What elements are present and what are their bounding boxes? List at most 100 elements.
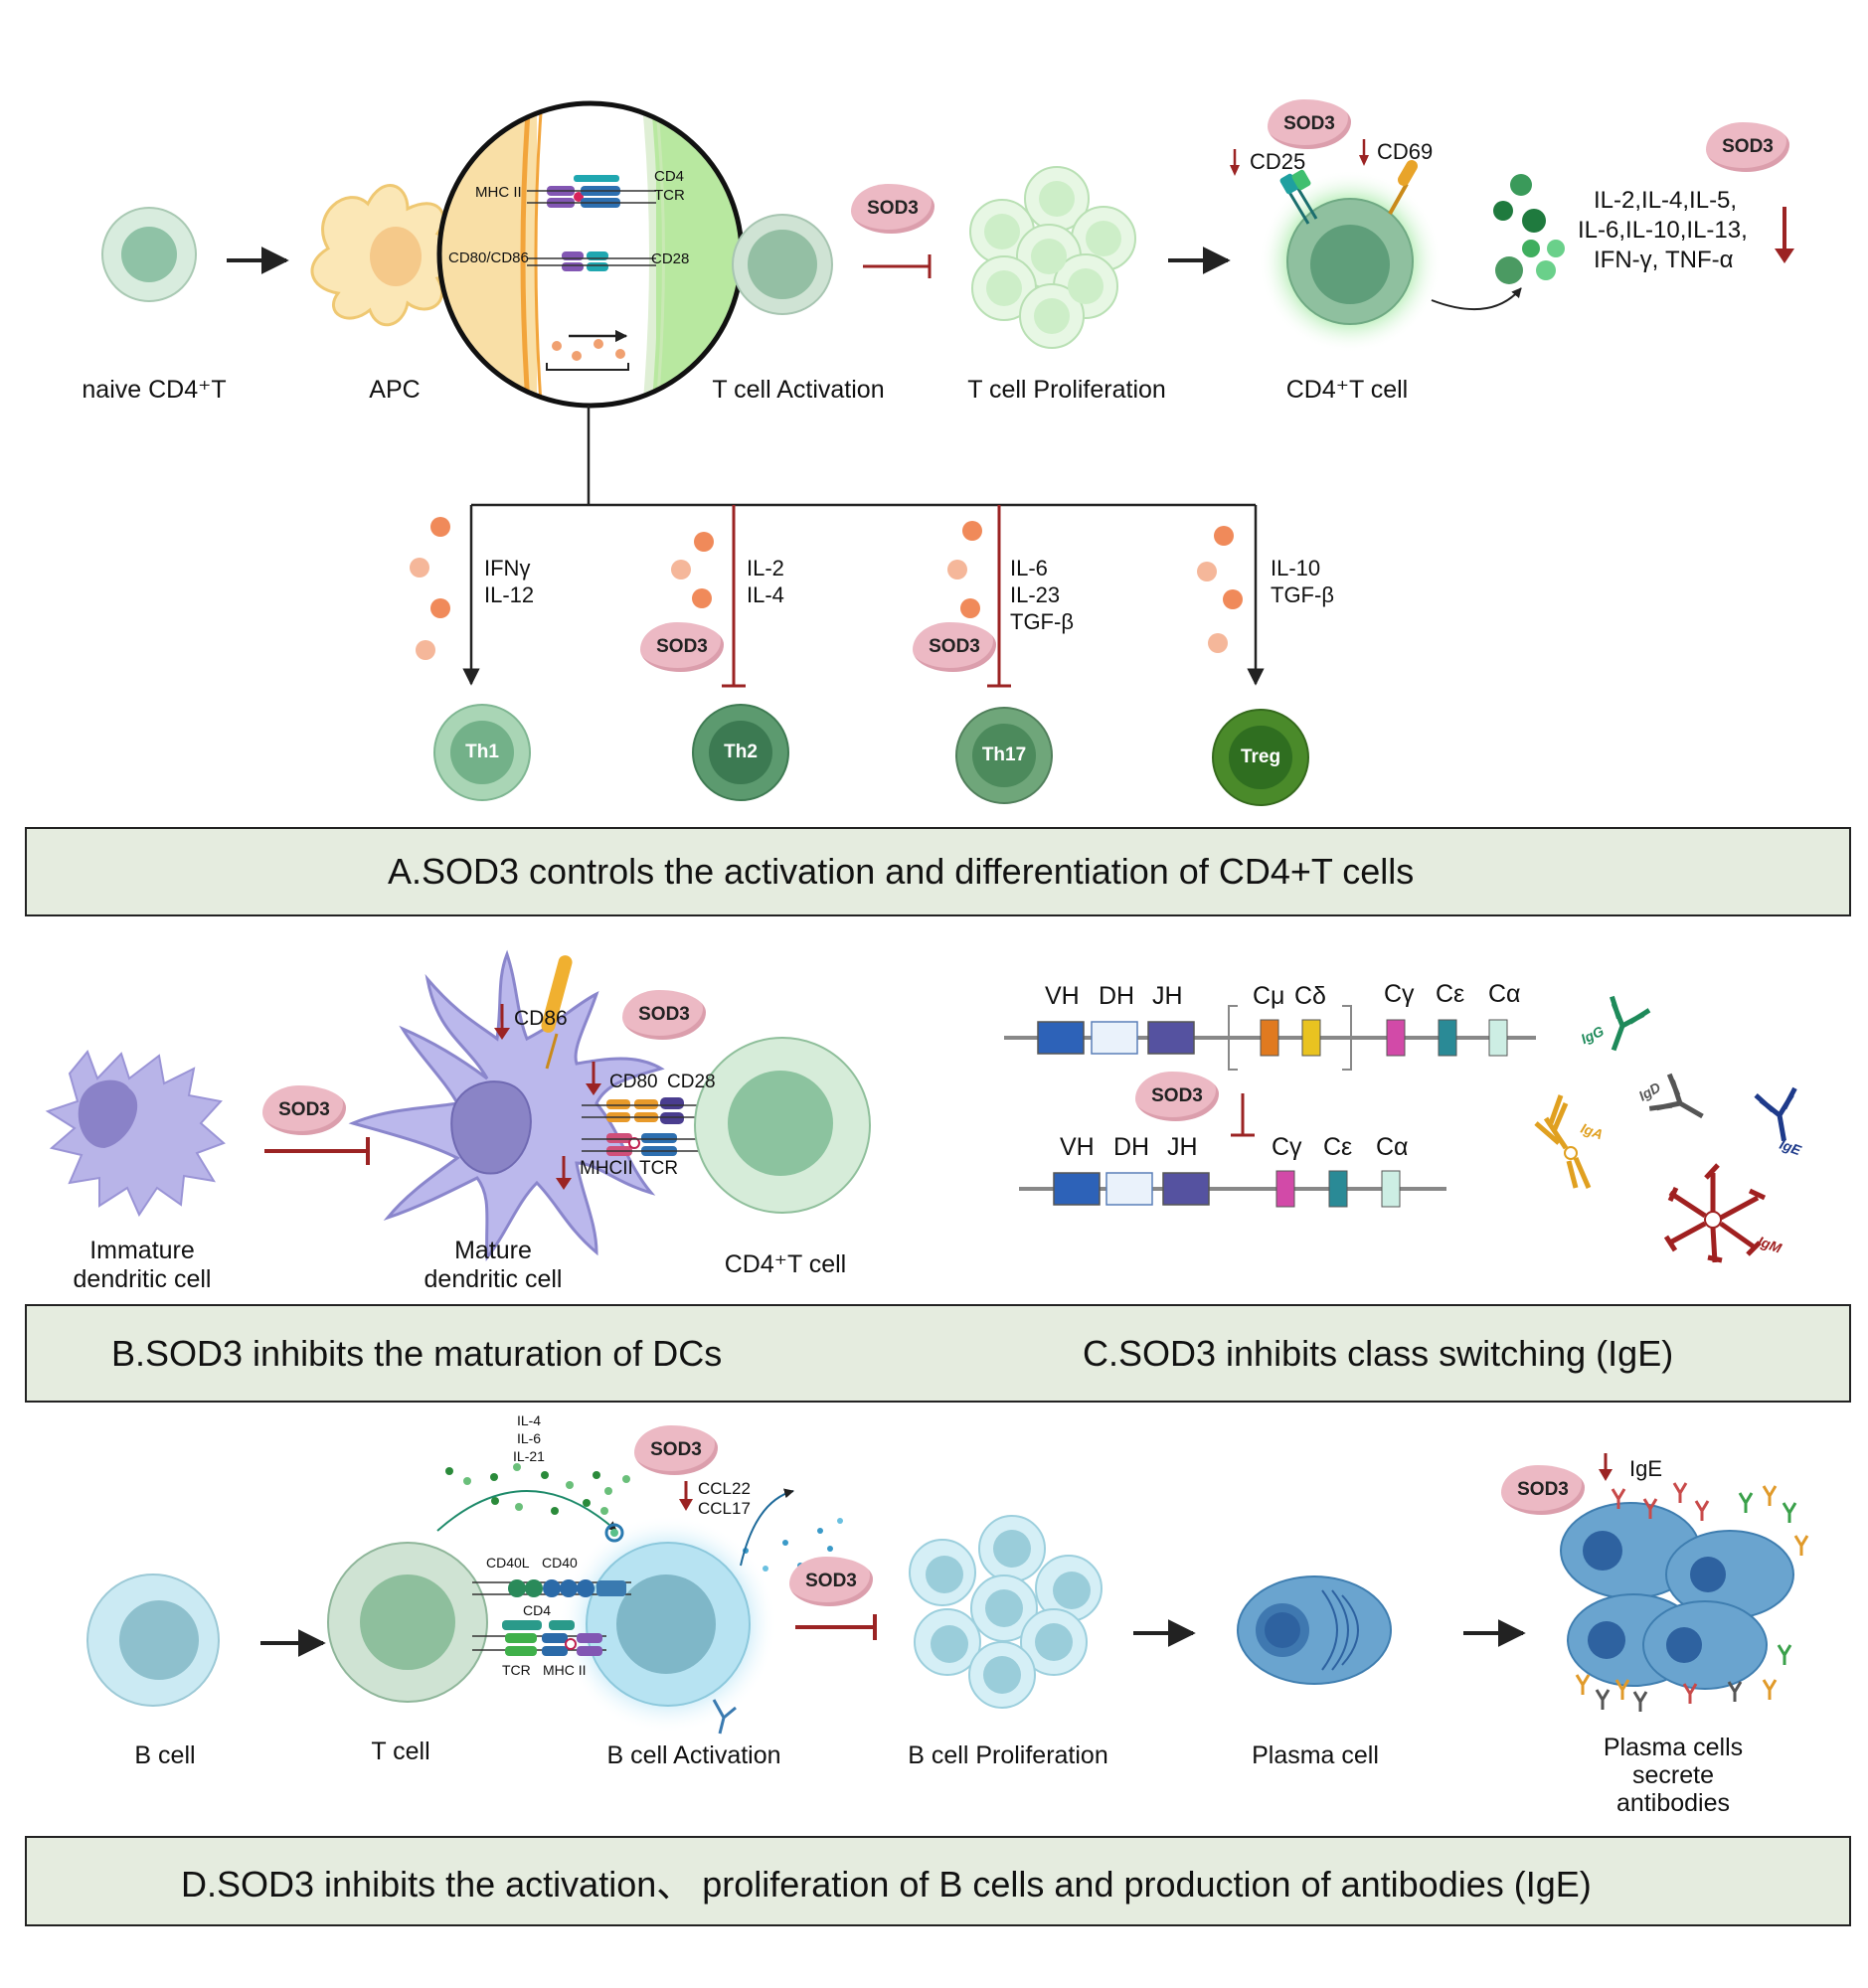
sod3-badge-ige: SOD3 [1501, 1465, 1585, 1515]
ccl22-label: CCL22 [698, 1479, 751, 1498]
synapse-cd4-label: CD4 [654, 168, 685, 185]
antibody-ige [1754, 1086, 1797, 1142]
subset-cytokine-dots [410, 517, 1243, 660]
gene1-dh: DH [1099, 982, 1135, 1010]
panel-bc-banner: B.SOD3 inhibits the maturation of DCs C.… [25, 1304, 1851, 1403]
synapse-cd28-label: CD28 [651, 250, 690, 267]
secreted-cytokines-green [1431, 174, 1565, 311]
gene-row-1 [1004, 1005, 1536, 1071]
panel-a-banner: A.SOD3 controls the activation and diffe… [25, 827, 1851, 916]
cd4-label-d: CD4 [523, 1602, 552, 1618]
panel-b-caption: B.SOD3 inhibits the maturation of DCs [111, 1332, 723, 1374]
label-cd4t-cell-b: CD4⁺T cell [724, 1250, 847, 1278]
label-mature-dc-line-2: dendritic cell [424, 1265, 563, 1293]
marker-mhcii: MHCII [580, 1158, 633, 1179]
sod3-badge-th17: SOD3 [913, 622, 996, 672]
apc-cell [310, 184, 460, 327]
sod3-badge-cd4t: SOD3 [1268, 99, 1351, 149]
gene2-jh: JH [1167, 1133, 1198, 1161]
label-t-cell: T cell [371, 1738, 430, 1765]
down-arrow-cd25-head [1230, 165, 1240, 176]
synapse-mhc2-label: MHC II [475, 184, 522, 201]
label-plasma-cell: Plasma cell [1252, 1741, 1379, 1769]
proliferating-b-cells [909, 1515, 1103, 1709]
sod3-badge-activation: SOD3 [851, 184, 934, 234]
gene1-cepsilon: Cε [1436, 980, 1465, 1008]
mature-dc [348, 949, 711, 1261]
marker-cd86: CD86 [514, 1007, 568, 1030]
b-cell [86, 1574, 220, 1707]
marker-cd69: CD69 [1377, 139, 1434, 164]
cytokine-list-line-3: IFN-γ, TNF-α [1594, 247, 1734, 273]
label-secrete-line-3: antibodies [1616, 1789, 1730, 1817]
cytokine-list-line-2: IL-6,IL-10,IL-13, [1578, 217, 1748, 244]
antibody-igm [1663, 1163, 1767, 1263]
marker-cd28: CD28 [667, 1072, 716, 1092]
cd4t-cell-b [694, 1037, 871, 1214]
interleukin-dots [436, 1463, 630, 1543]
th1-cytokine-1: IFNγ [484, 556, 531, 580]
ige-down-arrow [1599, 1453, 1613, 1481]
label-secrete-line-2: secrete [1632, 1761, 1714, 1789]
marker-cd80: CD80 [609, 1072, 658, 1092]
proliferating-t-cells [969, 166, 1136, 349]
th1-cytokine-2: IL-12 [484, 582, 535, 607]
sod3-badge-bcell-inhibit: SOD3 [789, 1557, 873, 1606]
gene1-cgamma: Cγ [1384, 980, 1415, 1008]
dc-down-arrows [494, 1004, 601, 1190]
th2-cytokine-2: IL-4 [747, 582, 784, 607]
inhibit-class-switch [1231, 1093, 1255, 1137]
sod3-badge-ccl: SOD3 [634, 1425, 718, 1475]
sod3-badge-class-switch: SOD3 [1135, 1072, 1219, 1121]
label-b-cell-activation: B cell Activation [606, 1741, 781, 1769]
cd40l-cd40-pair [472, 1579, 631, 1597]
panel-a-caption: A.SOD3 controls the activation and diffe… [388, 851, 1415, 892]
tcr-mhc2-pair [472, 1620, 606, 1656]
antibody-iga [1534, 1094, 1592, 1189]
sod3-badge-dc-inhibit: SOD3 [262, 1085, 346, 1135]
gene2-cepsilon: Cε [1323, 1133, 1353, 1161]
ccl17-label: CCL17 [698, 1499, 751, 1518]
label-secrete-line-1: Plasma cells [1603, 1734, 1744, 1761]
inhibit-th17 [987, 505, 1011, 688]
inhibit-th2 [722, 505, 746, 688]
th1-cell [433, 704, 531, 801]
gene2-calpha: Cα [1376, 1133, 1409, 1161]
label-immature-dc-line-1: Immature [89, 1237, 195, 1264]
antibody-igd [1648, 1073, 1704, 1119]
gene1-jh: JH [1152, 982, 1183, 1010]
il-21-label: IL-21 [513, 1448, 545, 1464]
activated-b-cell [559, 1515, 777, 1735]
label-b-cell: B cell [134, 1741, 196, 1769]
label-apc: APC [369, 376, 421, 404]
treg-cytokine-2: TGF-β [1271, 582, 1334, 607]
marker-tcr-b: TCR [639, 1158, 679, 1179]
th2-cytokine-1: IL-2 [747, 556, 784, 580]
tcr-label-d: TCR [502, 1662, 531, 1678]
panel-c-caption: C.SOD3 inhibits class switching (IgE) [1083, 1332, 1674, 1374]
antibody-igg [1610, 995, 1651, 1052]
secreted-antibodies [1575, 1482, 1809, 1712]
th17-label: Th17 [981, 745, 1027, 765]
gene1-cmu: Cμ [1253, 982, 1285, 1010]
gene1-calpha: Cα [1488, 980, 1521, 1008]
marker-cd25: CD25 [1250, 149, 1306, 174]
cd40l-label: CD40L [486, 1555, 530, 1571]
activated-t-cell [732, 214, 833, 315]
th17-cytokine-2: IL-23 [1010, 582, 1061, 607]
sod3-badge-cytokines: SOD3 [1706, 122, 1789, 172]
sod3-badge-mature-dc: SOD3 [622, 990, 706, 1040]
th17-cytokine-1: IL-6 [1010, 556, 1048, 580]
label-immature-dc-line-2: dendritic cell [73, 1265, 212, 1293]
treg-cell [1212, 709, 1309, 806]
activated-cd4t-cell [1259, 160, 1442, 353]
naive-cd4-t-cell [101, 207, 197, 302]
synapse-tcr-label: TCR [654, 187, 685, 204]
label-mature-dc-line-1: Mature [454, 1237, 532, 1264]
plasma-cell [1237, 1575, 1392, 1685]
th17-cell [955, 707, 1053, 804]
gene-row-2 [1019, 1170, 1446, 1208]
th2-label: Th2 [724, 742, 758, 762]
th17-cytokine-3: TGF-β [1010, 609, 1074, 634]
